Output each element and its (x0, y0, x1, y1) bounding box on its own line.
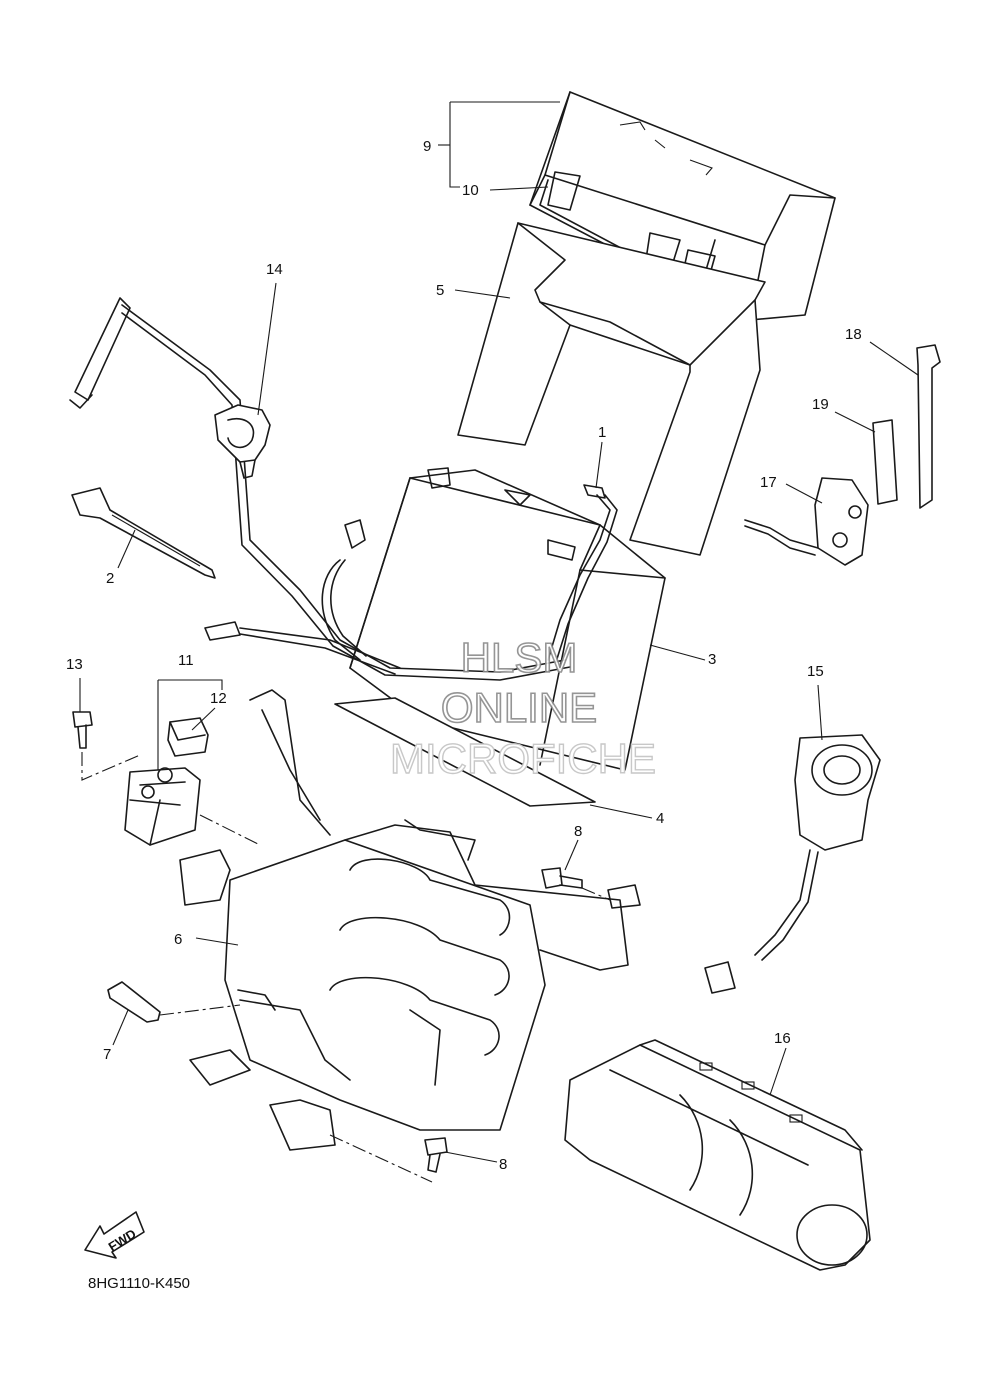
callout-2: 2 (106, 570, 114, 587)
socket-bracket[interactable] (744, 477, 869, 566)
watermark-line-2: ONLINE (441, 684, 597, 731)
callout-17: 17 (760, 474, 777, 491)
starter-relay[interactable] (124, 767, 201, 846)
assembly-lines (81, 752, 611, 1183)
callout-14: 14 (266, 261, 283, 278)
callout-8-lower: 8 (499, 1156, 507, 1173)
battery-cable[interactable] (69, 297, 618, 681)
fwd-arrow-icon: FWD (84, 1211, 145, 1259)
callout-18: 18 (845, 326, 862, 343)
callout-7: 7 (103, 1046, 111, 1063)
callout-6: 6 (174, 931, 182, 948)
watermark-line-3: MICROFICHE (390, 735, 656, 782)
callout-10: 10 (462, 182, 479, 199)
battery-band[interactable] (457, 222, 766, 556)
callout-16: 16 (774, 1030, 791, 1047)
callout-1: 1 (598, 424, 606, 441)
callout-15: 15 (807, 663, 824, 680)
battery[interactable] (349, 467, 666, 771)
callout-4: 4 (656, 810, 664, 827)
power-socket[interactable] (704, 734, 881, 994)
bolt-13[interactable] (72, 711, 93, 749)
clamp[interactable] (214, 404, 271, 479)
callout-5: 5 (436, 282, 444, 299)
cable-tie-18[interactable] (916, 344, 941, 509)
leader-lines (79, 101, 919, 1163)
callout-11: 11 (178, 652, 194, 669)
watermark-line-1: HLSM (461, 634, 578, 681)
watermark: HLSM ONLINE MICROFICHE (389, 633, 656, 783)
damper[interactable] (107, 981, 161, 1023)
callout-19: 19 (812, 396, 829, 413)
callout-3: 3 (708, 651, 716, 668)
callout-labels: 9 10 5 14 18 19 1 17 2 3 13 11 15 12 4 8… (66, 138, 862, 1173)
battery-box[interactable] (179, 689, 641, 1151)
callout-12: 12 (210, 690, 227, 707)
diagram-code: 8HG1110-K450 (88, 1275, 190, 1292)
bolt-8-lower[interactable] (424, 1137, 448, 1173)
battery-sheet[interactable] (334, 697, 596, 807)
fuse[interactable] (167, 717, 209, 757)
cable-tie[interactable] (71, 487, 216, 579)
callout-9: 9 (423, 138, 431, 155)
wire-cover[interactable] (564, 1039, 871, 1271)
callout-13: 13 (66, 656, 83, 673)
tape[interactable] (872, 419, 898, 505)
callout-8-upper: 8 (574, 823, 582, 840)
bolt-8-upper[interactable] (541, 867, 583, 889)
